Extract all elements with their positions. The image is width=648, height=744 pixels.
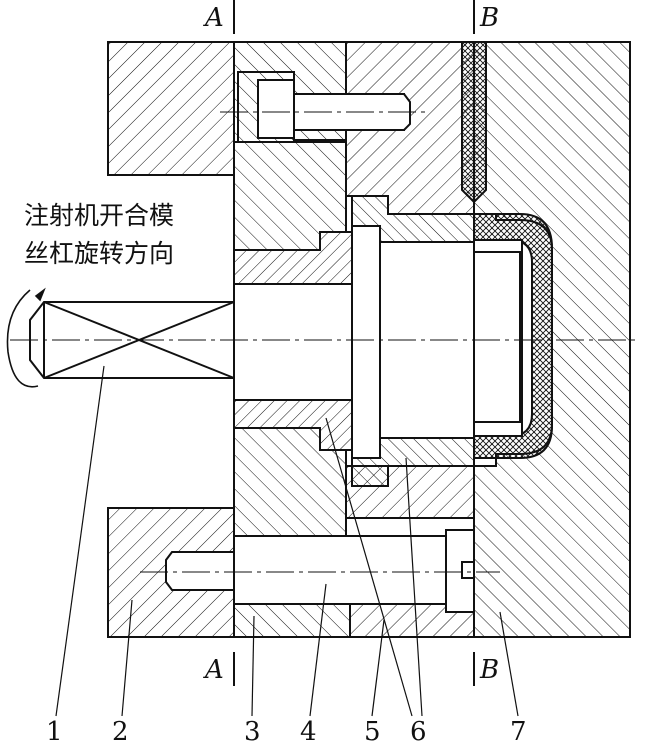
section-mark-top-left: A (203, 3, 224, 33)
caption-line-1: 注射机开合模 (24, 201, 174, 230)
section-mark-top-right: B (479, 3, 499, 33)
part-number-6: 6 (410, 717, 427, 744)
leader-lines (55, 365, 519, 717)
section-lines (233, 0, 475, 686)
part-number-3: 3 (244, 717, 261, 744)
part-number-2: 2 (112, 717, 129, 744)
part-number-1: 1 (46, 717, 63, 744)
part-number-7: 7 (510, 717, 527, 744)
part-number-4: 4 (300, 717, 317, 744)
section-mark-bottom-right: B (479, 655, 499, 685)
section-mark-bottom-left: A (203, 655, 224, 685)
part-number-5: 5 (364, 717, 381, 744)
rotation-arrow-icon (6, 287, 46, 388)
center-lines (10, 111, 640, 573)
gear-core (233, 225, 521, 459)
caption-line-2: 丝杠旋转方向 (24, 239, 174, 268)
